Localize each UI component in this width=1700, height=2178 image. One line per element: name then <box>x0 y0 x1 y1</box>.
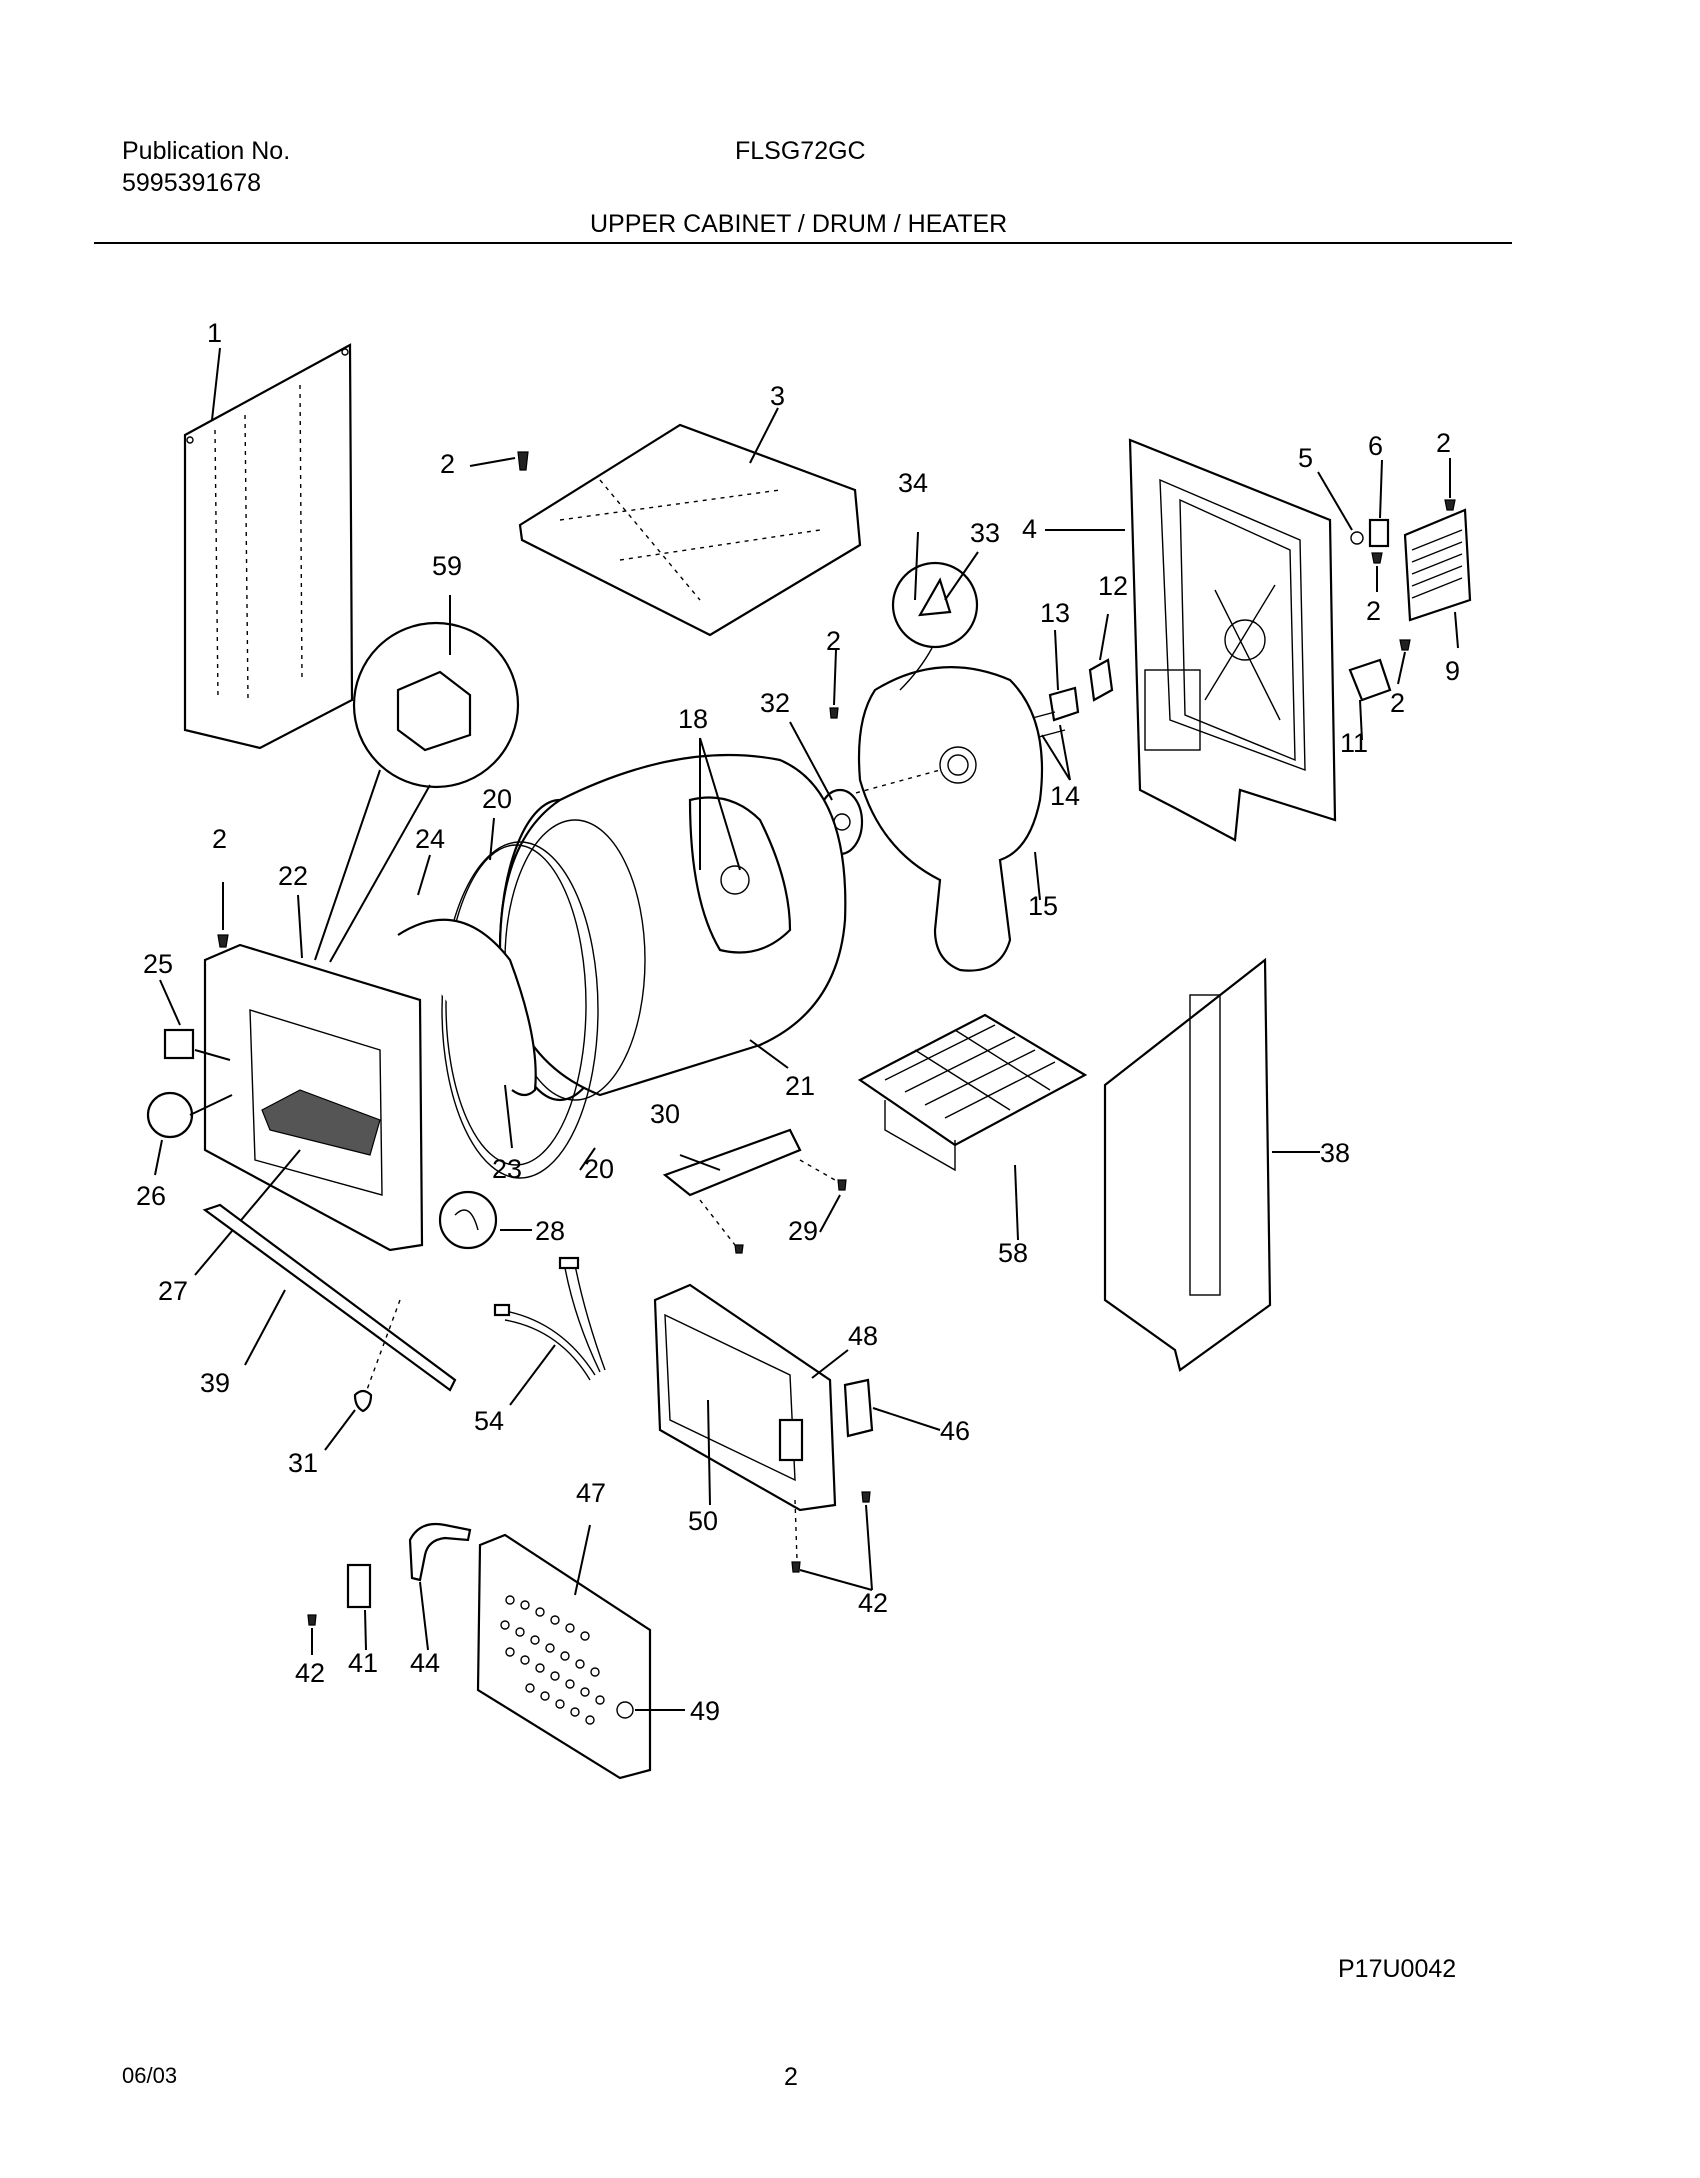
callout-label: 31 <box>288 1448 318 1478</box>
callout-label: 9 <box>1445 656 1460 686</box>
callout-label: 5 <box>1298 443 1313 473</box>
callout-label: 1 <box>207 318 222 348</box>
callout-label: 46 <box>940 1416 970 1446</box>
callout-label: 26 <box>136 1181 166 1211</box>
callout-label: 42 <box>295 1658 325 1688</box>
callout-label: 18 <box>678 704 708 734</box>
callout-label: 27 <box>158 1276 188 1306</box>
lower-front-panel <box>653 1283 837 1512</box>
callout-label: 47 <box>576 1478 606 1508</box>
publication-date: 06/03 <box>122 2063 178 2088</box>
front-panel <box>203 943 424 1252</box>
callout-label: 3 <box>770 381 785 411</box>
callout-label: 50 <box>688 1506 718 1536</box>
callout-label: 32 <box>760 688 790 718</box>
callout-label: 30 <box>650 1099 680 1129</box>
callout-label: 33 <box>970 518 1000 548</box>
top-panel <box>518 423 862 637</box>
callout-label: 48 <box>848 1321 878 1351</box>
callout-label: 6 <box>1368 431 1383 461</box>
callout-label: 28 <box>535 1216 565 1246</box>
callout-label: 22 <box>278 861 308 891</box>
callout-label: 2 <box>440 449 455 479</box>
callout-label: 2 <box>1366 596 1381 626</box>
publication-label: Publication No. <box>122 137 291 165</box>
callout-label: 38 <box>1320 1138 1350 1168</box>
wire-harness <box>493 1256 606 1381</box>
grille <box>1403 508 1472 622</box>
callout-label: 24 <box>415 824 445 854</box>
side-panel-left <box>183 343 354 750</box>
rear-panel <box>1128 438 1337 842</box>
lint-screen <box>857 1013 1088 1172</box>
drum <box>498 753 847 1102</box>
lower-access-panel <box>476 1533 652 1780</box>
callout-label: 11 <box>1340 728 1368 758</box>
callout-label: 20 <box>584 1154 614 1184</box>
callout-label: 49 <box>690 1696 720 1726</box>
callout-label: 12 <box>1098 571 1128 601</box>
callout-label: 25 <box>143 949 173 979</box>
callout-label: 20 <box>482 784 512 814</box>
callout-label: 41 <box>348 1648 378 1678</box>
callout-label: 2 <box>826 626 841 656</box>
callout-label: 39 <box>200 1368 230 1398</box>
page-number: 2 <box>784 2063 798 2091</box>
callout-label: 58 <box>998 1238 1028 1268</box>
callout-label: 13 <box>1040 598 1070 628</box>
callout-label: 15 <box>1028 891 1058 921</box>
section-title: UPPER CABINET / DRUM / HEATER <box>590 210 1008 238</box>
callout-label: 4 <box>1022 514 1037 544</box>
side-panel-right <box>1103 957 1272 1372</box>
callout-label: 23 <box>492 1154 522 1184</box>
callout-label: 54 <box>474 1406 504 1436</box>
callout-label: 2 <box>1390 688 1405 718</box>
part-59-detail <box>314 595 520 963</box>
callout-label: 14 <box>1050 781 1080 811</box>
callout-label: 34 <box>898 468 928 498</box>
callout-label: 2 <box>212 824 227 854</box>
callout-label: 2 <box>1436 428 1451 458</box>
figure-code: P17U0042 <box>1338 1955 1457 1983</box>
callout-label: 21 <box>785 1071 815 1101</box>
callout-label: 59 <box>432 551 462 581</box>
callout-label: 42 <box>858 1588 888 1618</box>
model-number: FLSG72GC <box>735 137 866 165</box>
callout-label: 29 <box>788 1216 818 1246</box>
publication-number: 5995391678 <box>122 169 262 197</box>
header-rule <box>94 242 1512 244</box>
callout-label: 44 <box>410 1648 440 1678</box>
